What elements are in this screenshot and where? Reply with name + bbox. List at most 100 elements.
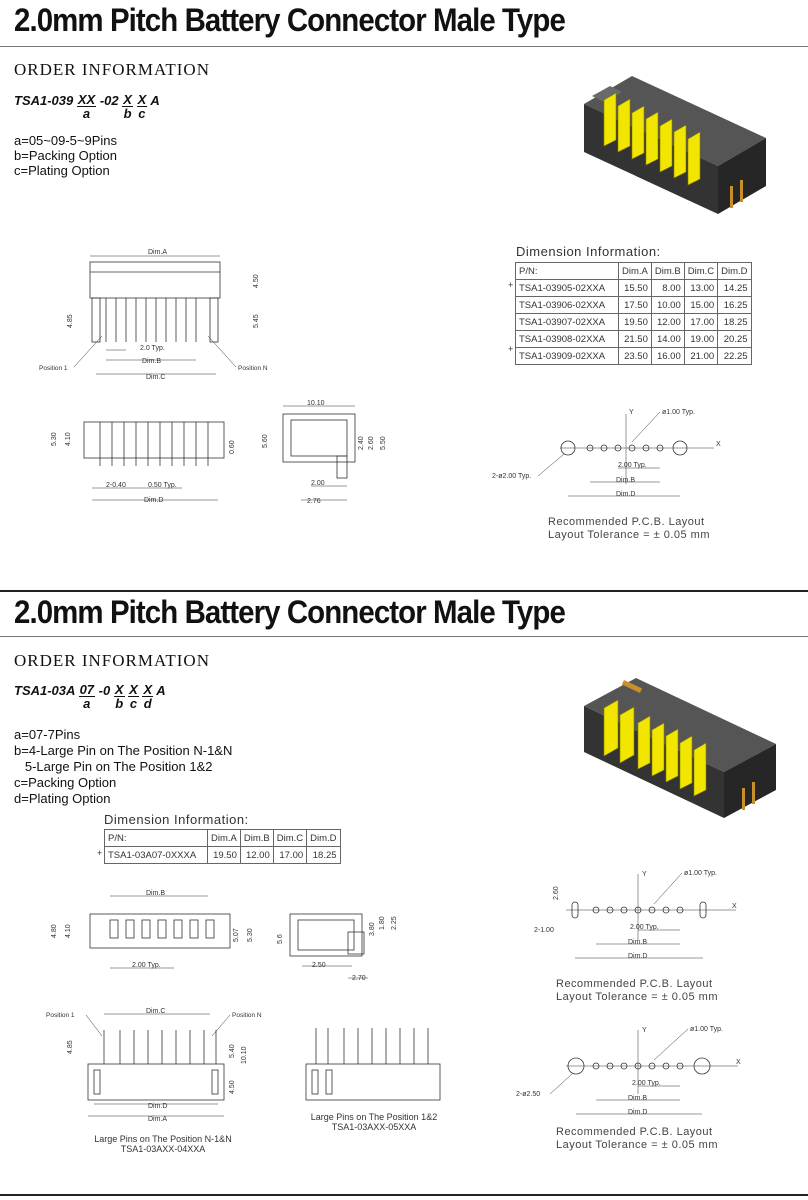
section2-pcb-layout-1: Y X ø1.00 Typ. 2.60 2-1.00 2.00 Typ. Dim… <box>534 870 737 960</box>
section2-side-view: 2.50 2.70 5.6 3.80 1.80 2.25 <box>277 913 398 982</box>
label-1010: 10.10 <box>241 1046 248 1064</box>
col-dim-b: Dim.B <box>650 262 685 280</box>
label-276: 2.76 <box>307 498 321 505</box>
label-y: Y <box>629 409 634 416</box>
pcb-tolerance-line: Layout Tolerance = ± 0.05 mm <box>556 1139 719 1151</box>
label-hole: ø1.00 Typ. <box>690 1026 723 1033</box>
label-450: 4.50 <box>253 274 260 288</box>
pcb-tolerance-line: Layout Tolerance = ± 0.05 mm <box>548 529 711 541</box>
section1-pcb-layout: Y X ø1.00 Typ. 2-ø2.00 Typ. 2.00 Typ. Di… <box>492 409 721 498</box>
section2-title-rule <box>0 636 808 637</box>
pn-mid: -02 <box>99 93 119 108</box>
label-270: 2.70 <box>352 975 366 982</box>
option-c: c=Packing Option <box>14 775 117 790</box>
label-pitch: 2.0 Typ. <box>140 345 165 352</box>
pcb-note-line: Recommended P.C.B. Layout <box>548 516 705 528</box>
label-pitch: 2.00 Typ. <box>632 1080 661 1087</box>
label-position-1: Position 1 <box>46 1012 75 1019</box>
pcb-note-line: Recommended P.C.B. Layout <box>556 1126 713 1138</box>
label-380: 3.80 <box>369 922 376 936</box>
section1-title: 2.0mm Pitch Battery Connector Male Type <box>14 2 566 38</box>
option-d: d=Plating Option <box>14 791 111 806</box>
pcb-tolerance-line: Layout Tolerance = ± 0.05 mm <box>556 991 719 1003</box>
label-225: 2.25 <box>391 916 398 930</box>
col-dim-c: Dim.C <box>272 829 308 847</box>
section1-order-heading: ORDER INFORMATION <box>14 60 210 79</box>
label-200: 2.00 <box>311 480 325 487</box>
pn-mid: -0 <box>98 683 111 698</box>
label-hole2: 2-ø2.00 Typ. <box>492 473 531 480</box>
col-dim-d: Dim.D <box>306 829 341 847</box>
option-c: c=Plating Option <box>14 163 110 178</box>
section1-dim-caption: Dimension Information: <box>516 244 661 259</box>
caption-line: Large Pins on The Position N-1&N <box>94 1134 232 1144</box>
label-410: 4.10 <box>65 432 72 446</box>
label-545: 5.45 <box>253 314 260 328</box>
connector-photo-2 <box>584 678 776 818</box>
label-y: Y <box>642 871 647 878</box>
label-position-n: Position N <box>232 1012 262 1019</box>
label-x: X <box>736 1059 741 1066</box>
label-540: 5.40 <box>229 1044 236 1058</box>
label-240: 2.40 <box>358 436 365 450</box>
label-x: X <box>716 441 721 448</box>
section2-pcb-note-2: Recommended P.C.B. Layout Layout Toleran… <box>556 1126 718 1152</box>
label-dim-d: Dim.D <box>148 1103 167 1110</box>
label-dim-d: Dim.D <box>616 491 635 498</box>
table-header-row: P/N: Dim.A Dim.B Dim.C Dim.D <box>515 262 752 280</box>
table-header-row: P/N: Dim.A Dim.B Dim.C Dim.D <box>104 829 341 847</box>
label-hole: ø1.00 Typ. <box>684 870 717 877</box>
caption-part-number: TSA1-03AXX-04XXA <box>120 1144 206 1154</box>
pn-suffix: A <box>156 683 166 698</box>
label-dim-c: Dim.C <box>146 1008 165 1015</box>
section2-pcb-layout-2: Y X ø1.00 Typ. 2-ø2.50 2.00 Typ. Dim.B D… <box>516 1026 741 1116</box>
col-dim-c: Dim.C <box>683 262 719 280</box>
label-250: 2.50 <box>312 962 326 969</box>
section2-title: 2.0mm Pitch Battery Connector Male Type <box>14 594 566 630</box>
label-560: 5.60 <box>262 434 269 448</box>
label-050: 0.50 Typ. <box>148 482 177 489</box>
label-hole2: 2-ø2.50 <box>516 1091 540 1098</box>
label-485: 4.85 <box>67 314 74 328</box>
section1-title-rule <box>0 46 808 47</box>
label-530: 5.30 <box>247 928 254 942</box>
label-485: 4.85 <box>67 1040 74 1054</box>
section2-option-list: a=07-7Pins b=4-Large Pin on The Position… <box>14 727 232 807</box>
section1-pcb-note: Recommended P.C.B. Layout Layout Toleran… <box>548 516 710 542</box>
label-position-n: Position N <box>238 365 268 372</box>
caption-large-pins-n: Large Pins on The Position N-1&N TSA1-03… <box>58 1134 268 1154</box>
label-180: 1.80 <box>379 916 386 930</box>
pcb-note-line: Recommended P.C.B. Layout <box>556 978 713 990</box>
section-divider <box>0 590 808 592</box>
label-1010: 10.10 <box>307 400 325 407</box>
caption-part-number: TSA1-03AXX-05XXA <box>331 1122 417 1132</box>
label-dim-d: Dim.D <box>144 497 163 504</box>
label-550: 5.50 <box>380 436 387 450</box>
label-dim-b: Dim.B <box>142 358 161 365</box>
section1-front-view: Dim.A 2.0 Typ. Dim.B Dim.C Position 1 Po… <box>39 249 268 381</box>
label-dim-b: Dim.B <box>628 939 647 946</box>
option-b: b=4-Large Pin on The Position N-1&N <box>14 743 233 758</box>
pn-prefix: TSA1-039 <box>14 93 74 108</box>
section2-dim-caption: Dimension Information: <box>104 812 249 827</box>
label-pitch: 2.00 Typ. <box>132 962 161 969</box>
label-060: 0.60 <box>229 440 236 454</box>
section2-top-view: Dim.B 2.00 Typ. 4.80 4.10 5.07 5.30 <box>51 890 254 969</box>
label-530: 5.30 <box>51 432 58 446</box>
col-dim-a: Dim.A <box>207 829 241 847</box>
bottom-rule <box>0 1194 808 1196</box>
label-260: 2.60 <box>368 436 375 450</box>
label-2-100: 2-1.00 <box>534 927 554 934</box>
section1-bottom-view: 2-0.40 0.50 Typ. Dim.D 5.30 4.10 0.60 <box>51 421 236 504</box>
label-position-1: Position 1 <box>39 365 68 372</box>
label-410: 4.10 <box>65 924 72 938</box>
col-dim-d: Dim.D <box>717 262 752 280</box>
row-mark-1: + <box>508 280 514 290</box>
label-dim-c: Dim.C <box>146 374 165 381</box>
col-pn: P/N: <box>515 262 619 280</box>
